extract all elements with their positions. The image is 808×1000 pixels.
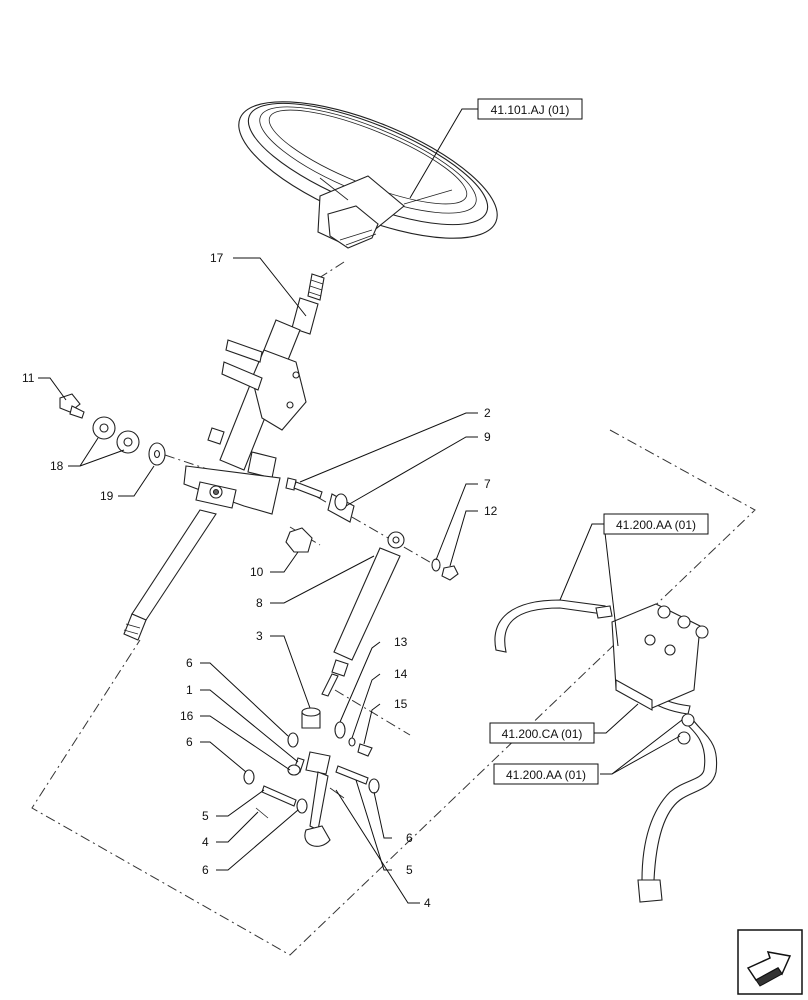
callout-14: 14 [394,667,408,681]
next-page-arrow-icon[interactable] [737,929,803,995]
callout-10: 10 [250,565,264,579]
callout-8: 8 [256,596,263,610]
callout-6-top: 6 [186,656,193,670]
bolt-2 [285,477,323,499]
callout-18: 18 [50,459,64,473]
callout-15: 15 [394,697,408,711]
steering-wheel [238,101,498,249]
star-washer-18b [116,430,140,454]
washer-6b [243,769,255,785]
callout-13: 13 [394,635,408,649]
callout-12: 12 [484,504,498,518]
washer-14 [348,737,356,747]
reference-steering-unit[interactable]: 41.200.CA (01) [489,722,595,744]
bolt-10 [285,527,313,553]
star-washer-18a [92,416,116,440]
callout-6-right: 6 [406,831,413,845]
callout-leaders [38,108,683,904]
steering-unit [611,603,709,745]
callout-9: 9 [484,430,491,444]
washer-6c [296,798,308,814]
washer-19 [148,442,166,466]
reference-hoses-top-label[interactable]: 41.200.AA (01) [616,518,696,532]
callout-6-bottom: 6 [202,863,209,877]
gas-strut-8 [321,531,405,697]
callout-6-mid: 6 [186,735,193,749]
callout-2: 2 [484,406,491,420]
callout-5-right: 5 [406,863,413,877]
tilt-pedal [304,751,331,847]
callout-1: 1 [186,683,193,697]
reference-hoses-top[interactable]: 41.200.AA (01) [603,513,709,535]
callout-3: 3 [256,629,263,643]
callout-11: 11 [22,371,35,385]
screw-15 [357,743,373,757]
washer-6a [287,732,299,748]
callout-17: 17 [210,251,224,265]
callout-4-right: 4 [424,896,431,910]
washer-7 [431,558,441,572]
reference-hoses-bottom[interactable]: 41.200.AA (01) [493,763,599,785]
clip-16 [287,764,301,776]
steering-column [123,273,325,641]
reference-steering-unit-label[interactable]: 41.200.CA (01) [502,727,583,741]
reference-steering-wheel[interactable]: 41.101.AJ (01) [477,98,583,120]
callout-16: 16 [180,709,194,723]
pin-5a [261,785,297,807]
reference-hoses-bottom-label[interactable]: 41.200.AA (01) [506,768,586,782]
bushing-9 [327,493,355,523]
callout-4-left: 4 [202,835,209,849]
reference-steering-wheel-label[interactable]: 41.101.AJ (01) [491,103,570,117]
pin-5b [335,765,369,785]
callout-7: 7 [484,477,491,491]
callout-19: 19 [100,489,114,503]
spacer-3 [301,707,321,729]
washer-13 [334,721,346,739]
cotter-4a [255,807,269,819]
nut-12 [441,565,459,581]
cotter-4b [329,787,345,799]
callout-numbers: 17 11 18 19 2 9 7 12 10 8 3 13 14 15 6 1… [22,251,498,910]
bolt-11 [59,393,85,419]
callout-5-left: 5 [202,809,209,823]
washer-6d [368,778,380,794]
